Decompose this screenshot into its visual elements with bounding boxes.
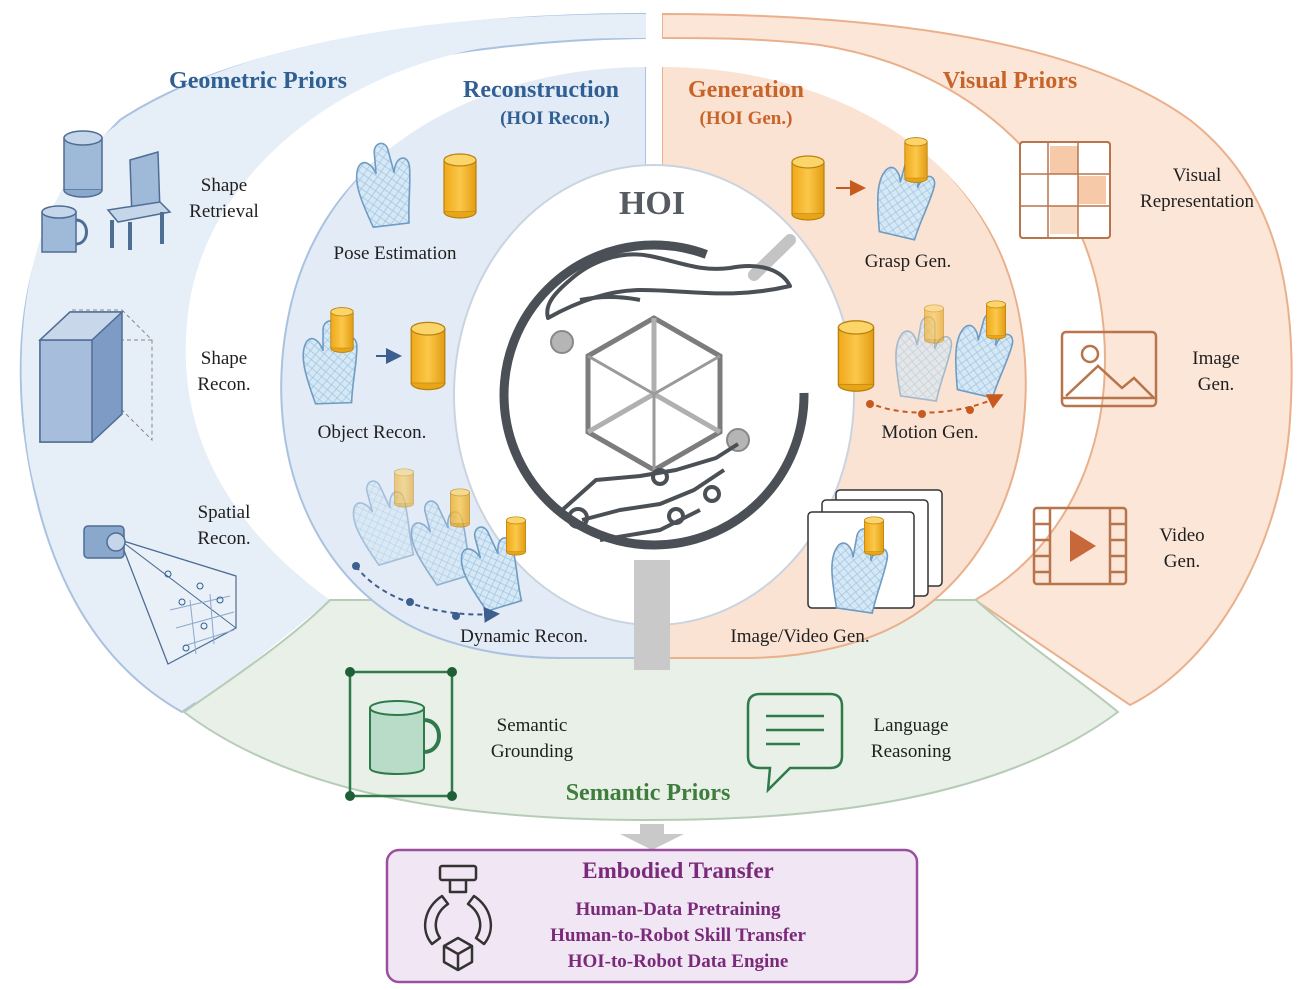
generation-title: Generation xyxy=(688,77,804,103)
chair-icon xyxy=(106,151,172,250)
semantic-priors-title: Semantic Priors xyxy=(566,780,731,806)
reconstruction-title: Reconstruction xyxy=(463,77,619,103)
object-recon-label: Object Recon. xyxy=(318,422,427,443)
image-video-gen-label: Image/Video Gen. xyxy=(730,626,869,647)
visual-representation-label-2: Representation xyxy=(1140,191,1254,212)
human-hand-icon xyxy=(545,252,792,320)
image-gen-label-2: Gen. xyxy=(1198,374,1234,395)
cylinder-object-icon xyxy=(410,321,446,391)
cylinder-object-icon xyxy=(443,153,477,219)
spatial-recon-label-2: Recon. xyxy=(197,528,250,549)
dynamic-recon-label: Dynamic Recon. xyxy=(460,626,588,647)
semantic-grounding-label-2: Grounding xyxy=(491,741,574,762)
cylinder-object-icon xyxy=(837,320,875,392)
video-gen-label-1: Video xyxy=(1159,525,1204,546)
shape-retrieval-label-2: Retrieval xyxy=(189,201,259,222)
cylinder-object-icon xyxy=(864,516,884,556)
reconstruction-subtitle: (HOI Recon.) xyxy=(500,108,610,129)
cylinder-icon xyxy=(63,130,103,198)
semantic-grounding-label-1: Semantic xyxy=(497,715,568,736)
visual-priors-title: Visual Priors xyxy=(943,68,1077,94)
cuboid-icon xyxy=(38,309,153,443)
embodied-item-1: Human-Data Pretraining xyxy=(576,899,781,920)
embodied-item-3: HOI-to-Robot Data Engine xyxy=(568,951,789,972)
motion-gen-label: Motion Gen. xyxy=(881,422,978,443)
hoi-title: HOI xyxy=(619,185,685,222)
robot-gripper-icon xyxy=(423,864,493,972)
cylinder-object-icon xyxy=(904,137,928,183)
cylinder-object-icon xyxy=(791,155,825,221)
mug-icon xyxy=(41,205,88,253)
embodied-transfer-box xyxy=(385,848,919,984)
video-gen-label-2: Gen. xyxy=(1164,551,1200,572)
hoi-cube-icon xyxy=(585,315,723,473)
robot-hand-icon xyxy=(558,442,740,542)
video-icon xyxy=(1032,506,1128,586)
grasp-gen-label: Grasp Gen. xyxy=(865,251,952,272)
language-reasoning-label-1: Language xyxy=(874,715,949,736)
generation-subtitle: (HOI Gen.) xyxy=(700,108,793,129)
arrow-icon xyxy=(867,394,1004,414)
speech-bubble-icon xyxy=(746,692,844,794)
down-arrow-icon xyxy=(620,824,684,850)
grid-icon xyxy=(1019,141,1111,239)
shape-recon-label-2: Recon. xyxy=(197,374,250,395)
image-gen-label-1: Image xyxy=(1192,348,1239,369)
shape-recon-label-1: Shape xyxy=(201,348,247,369)
language-reasoning-label-2: Reasoning xyxy=(871,741,952,762)
mug-grounding-icon xyxy=(345,667,457,801)
embodied-transfer-title: Embodied Transfer xyxy=(582,858,773,883)
pose-estimation-label: Pose Estimation xyxy=(334,243,457,264)
image-icon xyxy=(1060,330,1158,408)
spatial-recon-label-1: Spatial xyxy=(198,502,251,523)
visual-priors-region xyxy=(661,12,1293,707)
camera-projection-icon xyxy=(83,525,237,665)
visual-representation-label-1: Visual xyxy=(1173,165,1221,186)
embodied-item-2: Human-to-Robot Skill Transfer xyxy=(550,925,806,946)
cylinder-object-icon xyxy=(330,307,354,353)
geometric-priors-title: Geometric Priors xyxy=(169,68,347,94)
shape-retrieval-label-1: Shape xyxy=(201,175,247,196)
